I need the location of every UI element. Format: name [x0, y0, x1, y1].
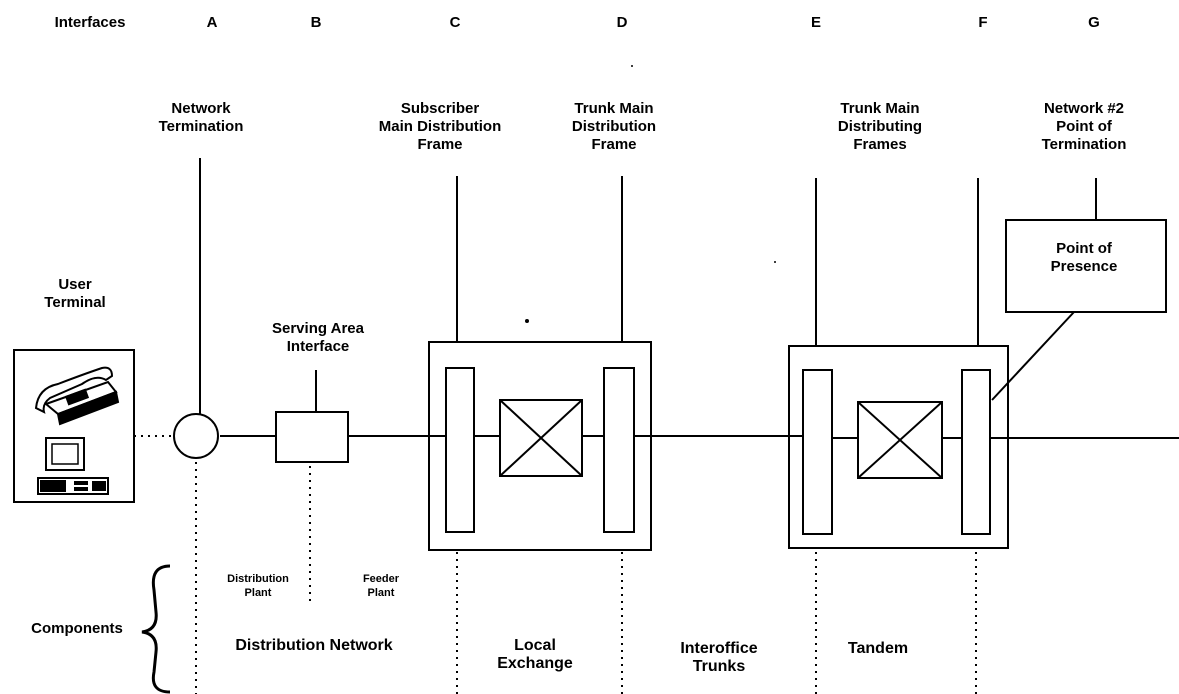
trunk-mdf-bar-local: [604, 368, 634, 532]
serving-area-interface-box: [276, 412, 348, 462]
speck: [525, 319, 529, 323]
components-brace: [142, 566, 170, 692]
tandem-exchange-box: [789, 346, 1008, 548]
dotted-dividers: [134, 436, 976, 694]
local-exchange-box: [429, 342, 651, 550]
subscriber-mdf-bar: [446, 368, 474, 532]
trunk-mdf-bar-tandem-left: [803, 370, 832, 534]
point-of-presence-box: [1006, 220, 1166, 312]
speck: [631, 65, 633, 67]
computer-icon: [38, 438, 108, 494]
network-termination-circle: [174, 414, 218, 458]
pop-connection-line: [992, 312, 1074, 400]
speck: [774, 261, 776, 263]
trunk-mdf-bar-tandem-right: [962, 370, 990, 534]
telephone-icon: [36, 368, 118, 424]
